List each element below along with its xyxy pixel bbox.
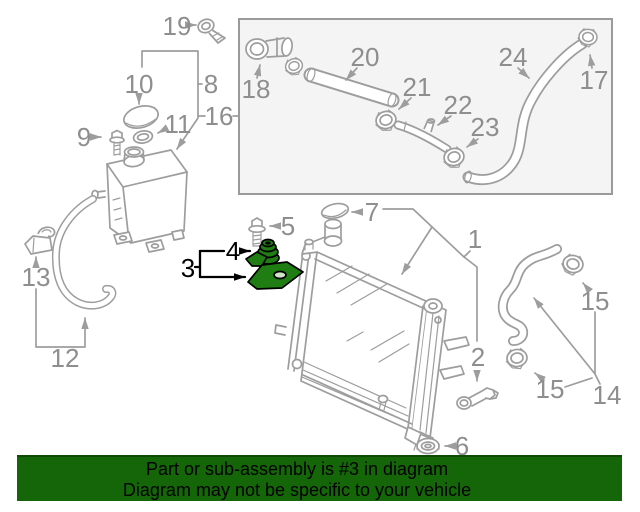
callout-labels: 19 10 8 16 9 11 18 20 21 22 23 24 17 13 …: [22, 11, 622, 461]
hose-14: [497, 244, 562, 346]
callout-6: 6: [455, 431, 469, 461]
reservoir-cap-10: [123, 105, 159, 129]
callout-15-lower: 15: [536, 374, 565, 404]
reservoir-tank: [91, 146, 188, 253]
callout-19: 19: [163, 11, 192, 41]
callout-3-highlight: 3: [181, 253, 195, 283]
callout-7: 7: [365, 197, 379, 227]
callout-2: 2: [471, 342, 485, 372]
callout-4-highlight: 4: [226, 236, 240, 266]
overflow-hose-12: [51, 195, 117, 310]
bolt-2: [456, 387, 499, 410]
callout-5: 5: [281, 211, 295, 241]
banner-line-1: Part or sub-assembly is #3 in diagram: [145, 459, 449, 479]
clamp-15-upper: [559, 252, 586, 278]
bracket-8-16: [141, 50, 240, 150]
callout-18: 18: [242, 74, 271, 104]
tube-22: [393, 118, 452, 154]
inset-box: [238, 18, 613, 195]
callout-17: 17: [580, 65, 609, 95]
callout-13: 13: [22, 262, 51, 292]
callout-16: 16: [205, 101, 234, 131]
bolt-9: [109, 129, 125, 156]
bracket-12: [35, 288, 89, 348]
callout-20: 20: [351, 42, 380, 72]
callout-9: 9: [77, 122, 91, 152]
callout-1: 1: [468, 224, 482, 254]
radiator-cap-7: [320, 202, 350, 220]
compatibility-banner: Part or sub-assembly is #3 in diagram Di…: [17, 455, 622, 501]
grommet-6: [416, 437, 440, 455]
callout-12: 12: [51, 343, 80, 373]
callout-15-upper: 15: [581, 286, 610, 316]
radiator-mount-bracket-3: [245, 251, 304, 290]
callout-22: 22: [444, 90, 473, 120]
leader-11: [157, 124, 170, 134]
elbow-fitting-18: [245, 37, 306, 79]
callout-21: 21: [403, 72, 432, 102]
callout-8: 8: [204, 69, 218, 99]
bolt-5: [248, 217, 266, 247]
highlight-callout-lines: [193, 247, 252, 281]
leader-14-15: [533, 282, 601, 388]
leader-1-2: [382, 208, 481, 382]
hose-24: [462, 38, 588, 186]
hose-clip-13: [24, 226, 56, 255]
callout-10: 10: [125, 69, 154, 99]
callout-11: 11: [165, 109, 192, 139]
inset-leader-lines: [253, 54, 596, 148]
callout-23: 23: [471, 112, 500, 142]
o-ring-11: [132, 130, 154, 144]
radiator-1: [274, 218, 470, 451]
banner-line-2: Diagram may not be specific to your vehi…: [122, 479, 472, 500]
callout-14: 14: [593, 380, 622, 410]
hose-20: [303, 67, 400, 108]
screw-19: [197, 18, 226, 44]
callout-24: 24: [499, 42, 528, 72]
clamp-15-lower: [504, 346, 530, 372]
